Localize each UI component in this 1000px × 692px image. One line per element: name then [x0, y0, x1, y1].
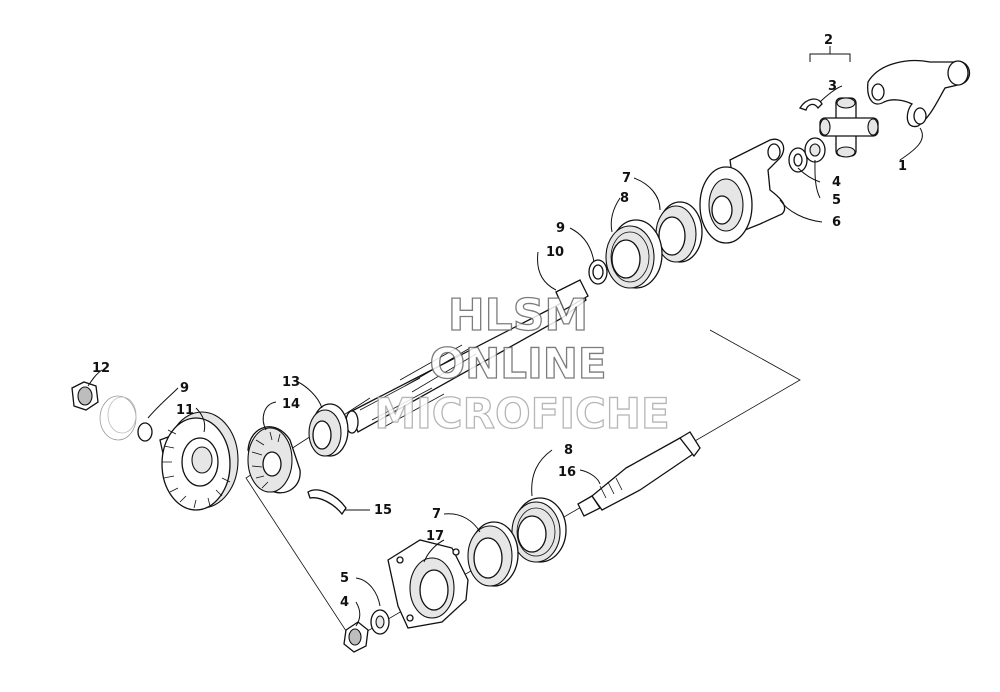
- callout-16: 16: [558, 465, 576, 480]
- watermark-line-2: ONLINE: [429, 339, 606, 388]
- part-8-bearing-upper: [605, 219, 663, 289]
- callout-4-upper: 4: [832, 175, 841, 190]
- part-12-nut: [71, 381, 99, 411]
- part-8-bearing-lower: [511, 497, 567, 563]
- part-9-washer-left: [99, 395, 153, 442]
- callout-12: 12: [92, 361, 110, 376]
- callout-7-upper: 7: [622, 171, 631, 186]
- callout-10: 10: [546, 245, 564, 260]
- watermark-line-3: MICROFICHE: [374, 389, 669, 438]
- callout-6: 6: [832, 215, 841, 230]
- part-1-yoke: [867, 59, 971, 128]
- callout-9-upper: 9: [556, 221, 565, 236]
- callout-4-lower: 4: [340, 595, 349, 610]
- part-7-seal-upper: [655, 201, 703, 263]
- callout-15: 15: [374, 503, 392, 518]
- callout-1: 1: [898, 159, 907, 174]
- part-2-universal-cross: [819, 97, 879, 158]
- watermark-line-1: HLSM: [448, 290, 588, 341]
- callout-3: 3: [828, 79, 837, 94]
- part-4-5-washers-lower: [343, 609, 390, 653]
- part-16-drive-shaft: [577, 431, 701, 517]
- part-13-bearing: [308, 403, 349, 457]
- watermark: HLSM ONLINE MICROFICHE: [374, 289, 671, 438]
- part-4-5-washers-upper: [788, 137, 826, 173]
- callout-14: 14: [282, 397, 300, 412]
- callout-5-upper: 5: [832, 193, 841, 208]
- leader-lines: [87, 46, 923, 627]
- callout-13: 13: [282, 375, 300, 390]
- callout-7-lower: 7: [432, 507, 441, 522]
- part-9-washer-hole: [592, 264, 604, 280]
- callout-2: 2: [824, 33, 833, 48]
- callout-8-upper: 8: [620, 191, 629, 206]
- callout-9-lower: 9: [180, 381, 189, 396]
- part-15-snap-ring: [307, 489, 347, 516]
- part-10-shaft: [345, 279, 589, 434]
- callout-8-lower: 8: [564, 443, 573, 458]
- part-7-seal-lower: [467, 521, 519, 587]
- callout-11: 11: [176, 403, 194, 418]
- part-6-flange-yoke: [699, 138, 786, 244]
- callout-17: 17: [426, 529, 444, 544]
- callout-5-lower: 5: [340, 571, 349, 586]
- part-14-bevel-gear: [247, 426, 301, 494]
- part-17-housing: [387, 539, 469, 629]
- callout-numbers: 2 3 1 4 5 6 7 8 9 10 12 9 11 13 14 15 8 …: [92, 33, 907, 610]
- part-11-spur-gear: [159, 411, 239, 511]
- part-3-snap-ring: [799, 98, 823, 111]
